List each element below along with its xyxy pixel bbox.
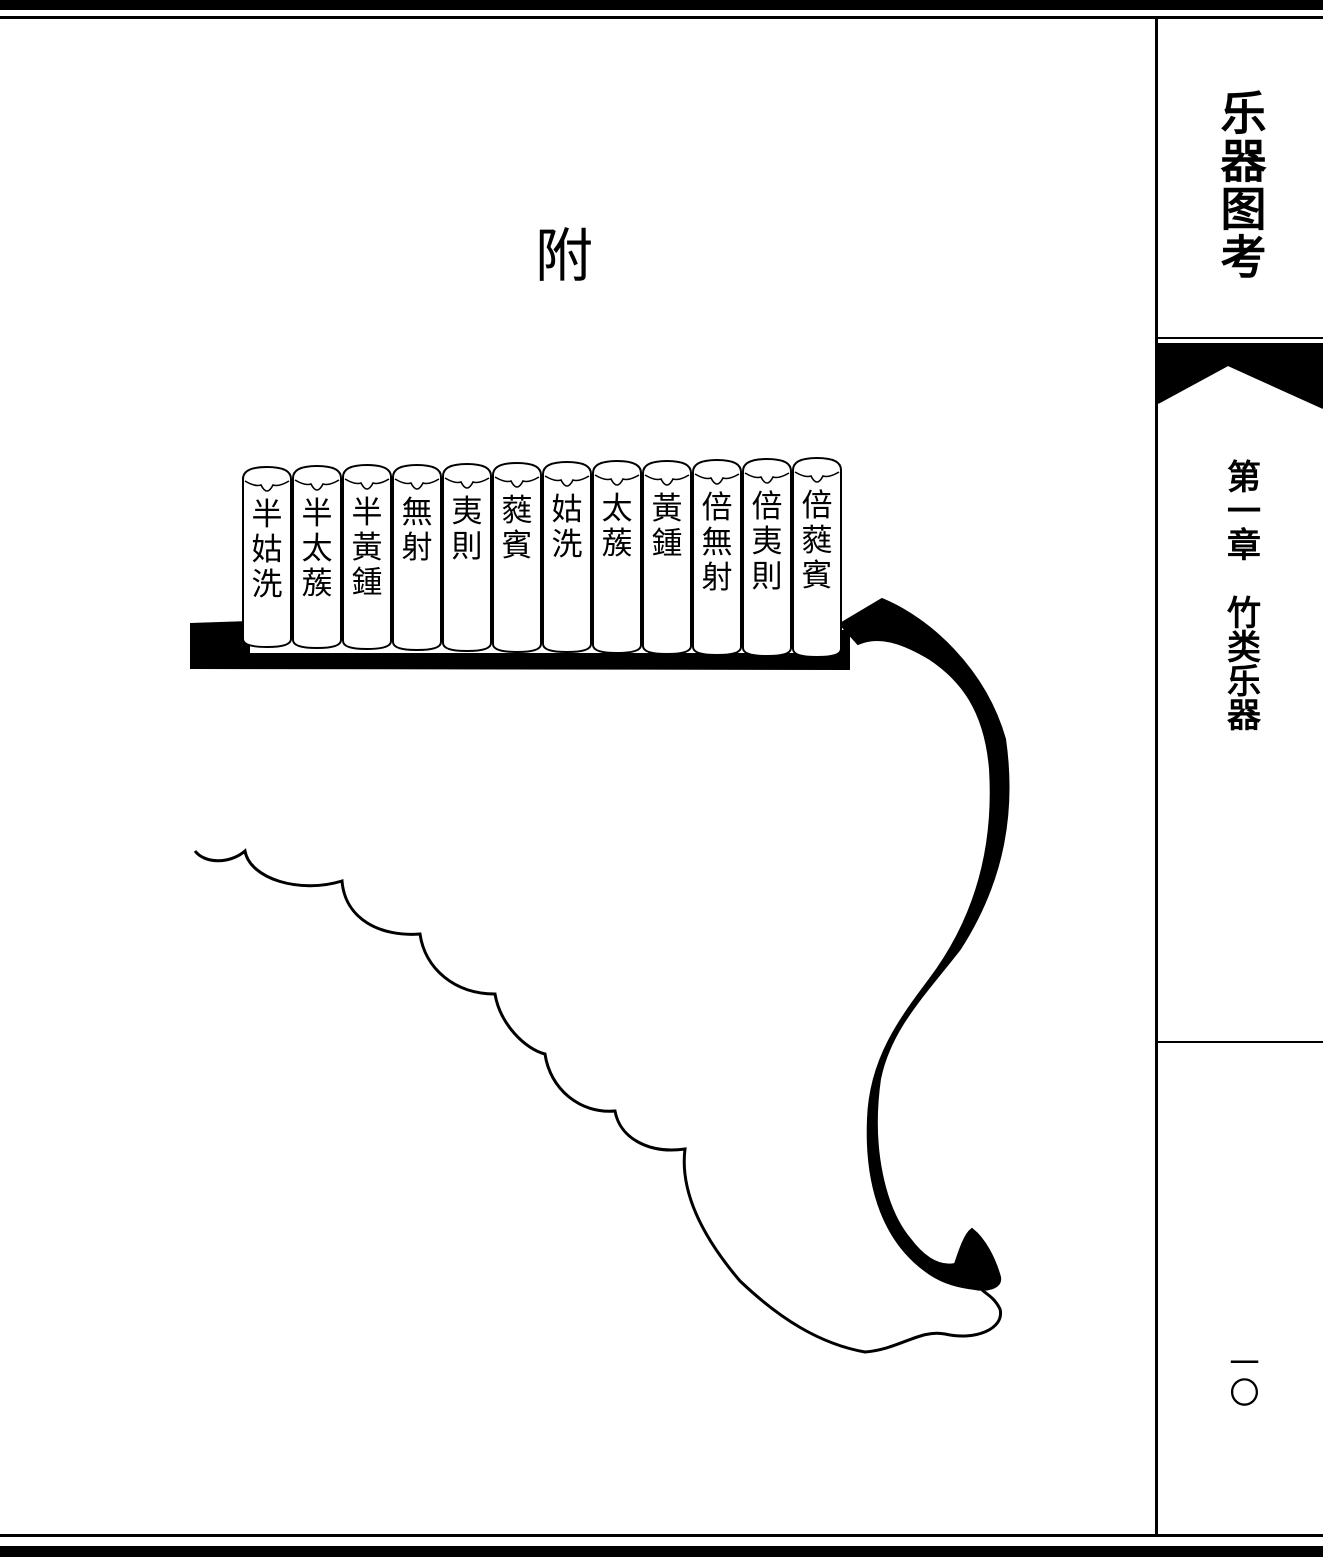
- pipe-label: 倍無射: [702, 490, 733, 596]
- pipe-label: 無射: [402, 495, 433, 566]
- pipe-mouth: [344, 478, 390, 490]
- page-border-bottom: [0, 1546, 1323, 1557]
- pipe-mouth: [744, 472, 790, 484]
- pipe-body: [492, 461, 542, 654]
- pipe-body: [342, 463, 392, 651]
- pipe: 半太蔟: [292, 464, 342, 650]
- pipe-mouth: [244, 480, 290, 492]
- pipe: 倍無射: [692, 458, 742, 657]
- page-number: 一〇: [1223, 1347, 1259, 1407]
- pipe-label: 夷則: [452, 494, 483, 565]
- pipe-label: 半黃鍾: [352, 495, 383, 601]
- pipe: 夷則: [442, 462, 492, 653]
- figure-caption: 附: [535, 222, 596, 290]
- page-border-top: [0, 0, 1323, 10]
- pipe-mouth: [394, 478, 440, 490]
- pipe-label: 蕤賓: [502, 493, 533, 564]
- pipe: 無射: [392, 463, 442, 652]
- pipe-label: 半姑洗: [252, 497, 283, 603]
- pipe-label: 倍蕤賓: [802, 488, 833, 594]
- pipe-body: [642, 459, 692, 656]
- pipe-body: [542, 460, 592, 654]
- cloud-stand-outline: [193, 848, 1002, 1354]
- pipe-label: 黃鍾: [652, 491, 683, 562]
- pipe-mouth: [794, 471, 840, 483]
- pipe-label: 姑洗: [552, 492, 583, 563]
- instrument-illustration: 附 半姑洗半太蔟半黃鍾無射夷則蕤賓姑洗太蔟黃鍾倍無射倍夷則倍蕤賓: [0, 19, 1152, 1534]
- pipe-mouth: [444, 477, 490, 489]
- chapter-label: 第一章 竹类乐器: [1220, 459, 1261, 731]
- book-title: 乐器图考: [1213, 89, 1268, 281]
- pipe-label: 太蔟: [602, 491, 633, 562]
- pipe-label: 半太蔟: [302, 496, 333, 602]
- pipe: 蕤賓: [492, 461, 542, 654]
- curved-arm: [838, 597, 1010, 1291]
- pipe-mouth: [544, 475, 590, 487]
- pipe-body: [242, 465, 292, 649]
- pipe: 半黃鍾: [342, 463, 392, 651]
- pipe: 黃鍾: [642, 459, 692, 656]
- page-border-bottom-inner: [0, 1534, 1323, 1537]
- sidebar: 乐器图考 第一章 竹类乐器 一〇: [1155, 19, 1323, 1534]
- pipe: 姑洗: [542, 460, 592, 654]
- pipe-mouth: [594, 474, 640, 486]
- pipe: 倍夷則: [742, 457, 792, 658]
- pipe-mouth: [644, 474, 690, 486]
- pipe-mouth: [694, 473, 740, 485]
- pipe-body: [792, 456, 842, 659]
- title-separator: [1158, 337, 1323, 339]
- pipe-body: [592, 459, 642, 655]
- pipe: 倍蕤賓: [792, 456, 842, 659]
- chapter-band-ornament: [1158, 343, 1323, 409]
- pipe-body: [742, 457, 792, 658]
- pipe-body: [292, 464, 342, 650]
- page-border-top-inner: [0, 16, 1323, 19]
- pipe-mouth: [494, 476, 540, 488]
- pipe-label: 倍夷則: [752, 489, 783, 595]
- rack-bar: [190, 621, 850, 670]
- pipe: 半姑洗: [242, 465, 292, 649]
- pipe-body: [442, 462, 492, 653]
- pipe-body: [392, 463, 442, 652]
- footer-separator: [1158, 1041, 1323, 1043]
- pipe-mouth: [294, 479, 340, 491]
- pipe: 太蔟: [592, 459, 642, 655]
- pipe-body: [692, 458, 742, 657]
